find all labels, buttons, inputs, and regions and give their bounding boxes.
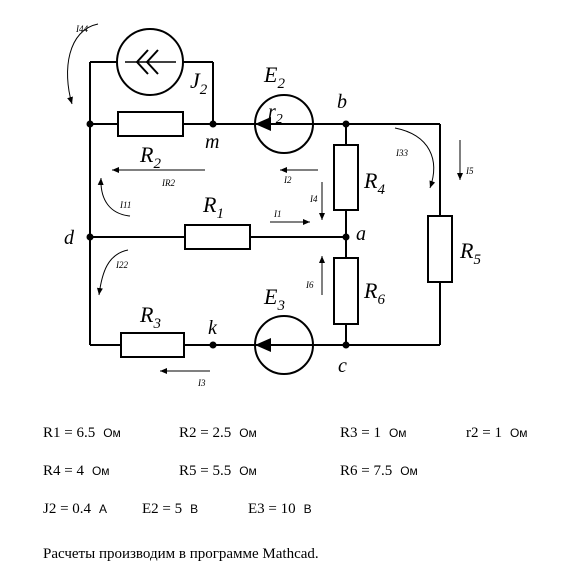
current-label-i1: I1 — [273, 209, 282, 219]
current-label-i5: I5 — [465, 166, 474, 176]
current-label-i6: I6 — [305, 280, 314, 290]
label-r5: R5 — [459, 238, 481, 268]
current-arrows — [67, 23, 463, 374]
current-label-ir2: IR2 — [161, 178, 175, 188]
label-e3: E3 — [263, 284, 285, 314]
resistor-r5 — [427, 215, 453, 283]
resistor-r3 — [120, 332, 185, 358]
label-r2: R2 — [139, 142, 161, 172]
current-label-i44: I44 — [75, 24, 88, 34]
node-label-m: m — [205, 131, 219, 153]
node-label-b: b — [337, 91, 347, 113]
label-r2-internal: r2 — [268, 101, 283, 127]
current-source-j2 — [116, 28, 184, 96]
label-r4: R4 — [363, 168, 385, 198]
emf-source-e3 — [254, 315, 314, 375]
label-e2: E2 — [263, 62, 285, 92]
current-label-i22: I22 — [115, 260, 128, 270]
current-label-i33: I33 — [395, 148, 408, 158]
caption-text: Расчеты производим в программе Mathcad. — [43, 546, 319, 562]
resistor-r4 — [333, 144, 359, 211]
node-label-k: k — [208, 317, 218, 339]
node-label-a: a — [356, 223, 366, 245]
circuit-diagram: b m a d k c J2 E2 r2 R2 R1 R3 R4 R5 R6 E… — [64, 23, 481, 388]
resistor-r2 — [117, 111, 184, 137]
current-label-i4: I4 — [309, 194, 318, 204]
current-label-i11: I11 — [119, 200, 131, 210]
junctions — [86, 120, 350, 349]
label-r3: R3 — [139, 302, 161, 332]
label-r1: R1 — [202, 192, 224, 222]
wires — [89, 61, 441, 346]
resistors — [117, 111, 453, 358]
emf-source-e2 — [254, 94, 314, 154]
label-j2: J2 — [190, 68, 208, 98]
node-label-d: d — [64, 227, 75, 249]
node-label-c: c — [338, 355, 347, 377]
current-label-i3: I3 — [197, 378, 206, 388]
resistor-r1 — [184, 224, 251, 250]
current-label-i2: I2 — [283, 175, 292, 185]
resistor-r6 — [333, 257, 359, 325]
label-r6: R6 — [363, 278, 385, 308]
